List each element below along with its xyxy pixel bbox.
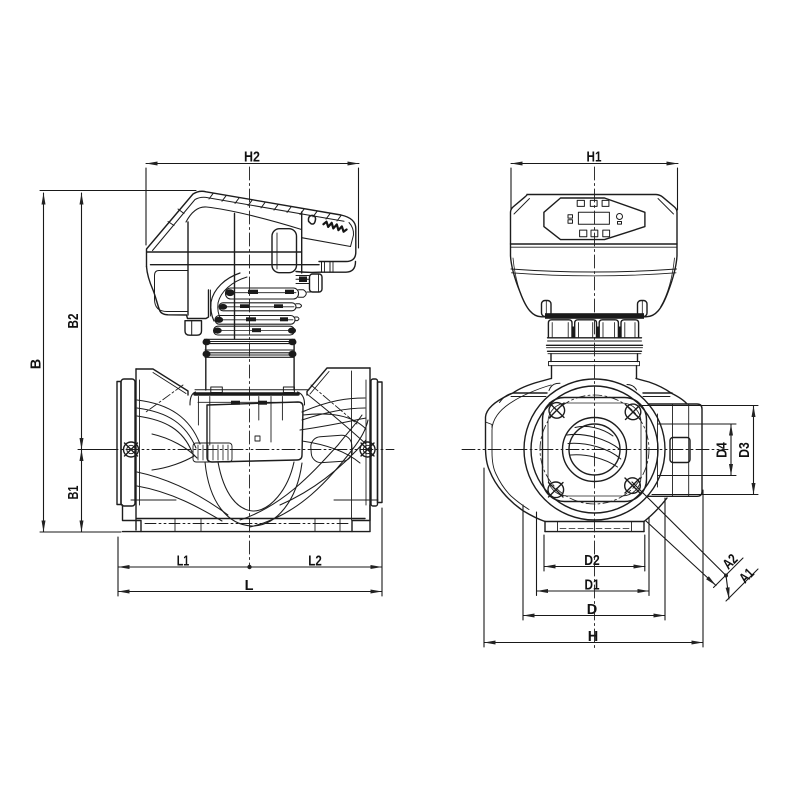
svg-text:A1: A1 (737, 566, 758, 587)
svg-text:D1: D1 (585, 578, 600, 594)
svg-text:B2: B2 (66, 314, 82, 329)
svg-text:B: B (29, 359, 45, 369)
svg-text:A2: A2 (720, 551, 742, 573)
svg-text:L: L (245, 578, 254, 594)
svg-text:D: D (587, 602, 597, 618)
svg-text:D3: D3 (737, 442, 753, 458)
svg-text:D2: D2 (584, 553, 600, 569)
svg-text:L1: L1 (177, 554, 190, 570)
svg-text:H1: H1 (587, 150, 602, 166)
svg-text:D4: D4 (715, 442, 731, 458)
svg-text:L2: L2 (308, 554, 322, 570)
svg-text:B1: B1 (66, 486, 82, 500)
svg-text:H2: H2 (244, 150, 260, 166)
svg-text:H: H (588, 629, 598, 645)
